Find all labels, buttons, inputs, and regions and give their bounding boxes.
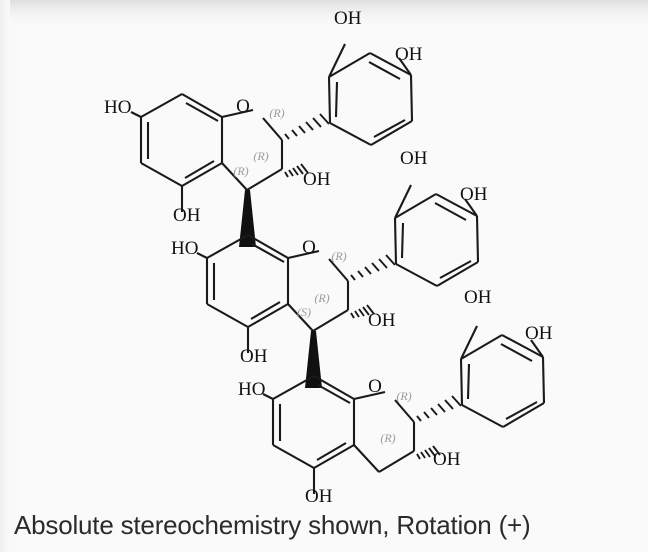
stereo-descriptor: (R): [396, 389, 411, 403]
middle-c3-hash-wedge: [350, 304, 375, 319]
atom-label-hydroxyl: HO: [171, 238, 198, 259]
lower-c-ring: [353, 390, 416, 473]
upper-flavanol-unit: O HO OH OH OH OH (R) (R) (R): [104, 8, 423, 247]
atom-label-hydroxyl: OH: [368, 310, 396, 331]
lower-a-oh-bond-7: [262, 393, 274, 400]
atom-label-ring-oxygen: O: [368, 376, 382, 397]
atom-label-hydroxyl: HO: [238, 379, 265, 400]
atom-label-hydroxyl: OH: [460, 184, 488, 205]
atom-label-hydroxyl: OH: [240, 346, 268, 367]
middle-c4-solid-wedge: [305, 331, 322, 388]
upper-b-oh-bond-2: [398, 57, 412, 76]
upper-c4-solid-wedge: [239, 190, 256, 247]
upper-b-oh-bond-1: [328, 43, 346, 78]
middle-b-ring: [393, 184, 480, 287]
atom-label-ring-oxygen: O: [302, 237, 316, 258]
atom-label-hydroxyl: OH: [395, 44, 423, 65]
stereo-descriptor: (S): [297, 305, 311, 319]
atom-label-hydroxyl: HO: [104, 97, 131, 118]
lower-c2-hash-wedge: [416, 395, 462, 422]
atom-label-hydroxyl: OH: [173, 205, 201, 226]
stereo-descriptor: (R): [380, 431, 395, 445]
middle-b-oh-bond-1: [394, 184, 412, 219]
atom-label-hydroxyl: OH: [525, 323, 553, 344]
middle-b-oh-bond-2: [464, 198, 478, 217]
atom-label-ring-oxygen: O: [236, 96, 250, 117]
upper-c3-hash-wedge: [284, 163, 309, 178]
atom-label-hydroxyl: OH: [303, 169, 331, 190]
lower-b-oh-bond-2: [530, 339, 544, 358]
stereochemistry-caption: Absolute stereochemistry shown, Rotation…: [14, 510, 531, 540]
upper-b-ring: [327, 43, 414, 146]
atom-label-hydroxyl: OH: [305, 486, 333, 507]
middle-a-ring: [205, 234, 290, 328]
middle-c-ring: [287, 249, 350, 332]
atom-label-hydroxyl: OH: [400, 148, 428, 169]
upper-c-ring: [221, 108, 284, 191]
atom-label-hydroxyl: OH: [334, 8, 362, 29]
upper-c2-hash-wedge: [284, 113, 330, 140]
stereo-descriptor: (R): [233, 164, 248, 178]
upper-a-oh-bond-7: [130, 111, 142, 118]
lower-c3-hash-wedge: [416, 445, 441, 460]
lower-a-ring: [271, 375, 356, 469]
stereo-descriptor: (R): [253, 149, 268, 163]
stereo-descriptor: (R): [331, 249, 346, 263]
middle-a-oh-bond-7: [196, 252, 208, 259]
atom-label-hydroxyl: OH: [433, 449, 461, 470]
stereo-descriptor: (R): [269, 106, 284, 120]
middle-c2-hash-wedge: [350, 254, 396, 281]
lower-b-oh-bond-1: [460, 325, 478, 360]
upper-a-ring: [139, 93, 224, 187]
lower-b-ring: [459, 325, 546, 428]
stereo-descriptor: (R): [314, 291, 329, 305]
atom-label-hydroxyl: OH: [464, 287, 492, 308]
